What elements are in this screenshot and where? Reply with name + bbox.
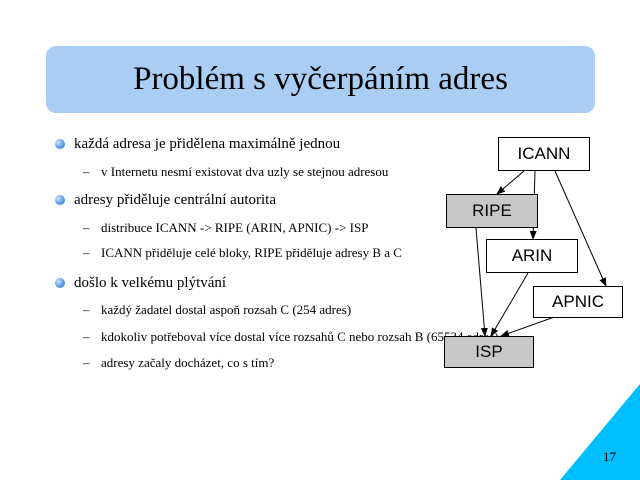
arrow-icann-ripe: [496, 170, 525, 195]
node-arin: ARIN: [486, 239, 578, 273]
node-icann: ICANN: [498, 137, 590, 171]
bullet-icon: [55, 278, 65, 288]
dash-icon: –: [83, 329, 90, 344]
sub-bullet-2-1: distribuce ICANN -> RIPE (ARIN, APNIC) -…: [101, 220, 369, 235]
dash-icon: –: [83, 245, 90, 260]
dash-icon: –: [83, 220, 90, 235]
sub-bullet-3-1: každý žadatel dostal aspoň rozsah C (254…: [101, 302, 352, 317]
bullet-2: adresy přiděluje centrální autorita: [74, 192, 276, 208]
arrow-arin-isp: [490, 272, 529, 337]
dash-icon: –: [83, 302, 90, 317]
bullet-icon: [55, 139, 65, 149]
bullet-3: došlo k velkému plýtvání: [74, 275, 227, 291]
bullet-1: každá adresa je přidělena maximálně jedn…: [74, 136, 341, 152]
dash-icon: –: [83, 164, 90, 179]
sub-bullet-1-1: v Internetu nesmí existovat dva uzly se …: [101, 164, 389, 179]
node-isp: ISP: [444, 336, 534, 368]
slide-title: Problém s vyčerpáním adres: [133, 61, 508, 97]
arrow-icann-apnic: [554, 170, 607, 287]
sub-bullet-3-2: kdokoliv potřeboval více dostal více roz…: [101, 329, 499, 344]
dash-icon: –: [83, 355, 90, 370]
page-number: 17: [603, 449, 616, 464]
sub-bullet-3-3: adresy začaly docházet, co s tím?: [101, 355, 275, 370]
node-apnic: APNIC: [533, 286, 623, 318]
arrow-apnic-isp: [500, 314, 561, 337]
title-box: [46, 46, 595, 113]
bullet-icon: [55, 195, 65, 205]
node-ripe: RIPE: [446, 194, 538, 228]
arrow-ripe-isp: [475, 227, 488, 337]
sub-bullet-2-2: ICANN přiděluje celé bloky, RIPE přidělu…: [101, 245, 402, 260]
